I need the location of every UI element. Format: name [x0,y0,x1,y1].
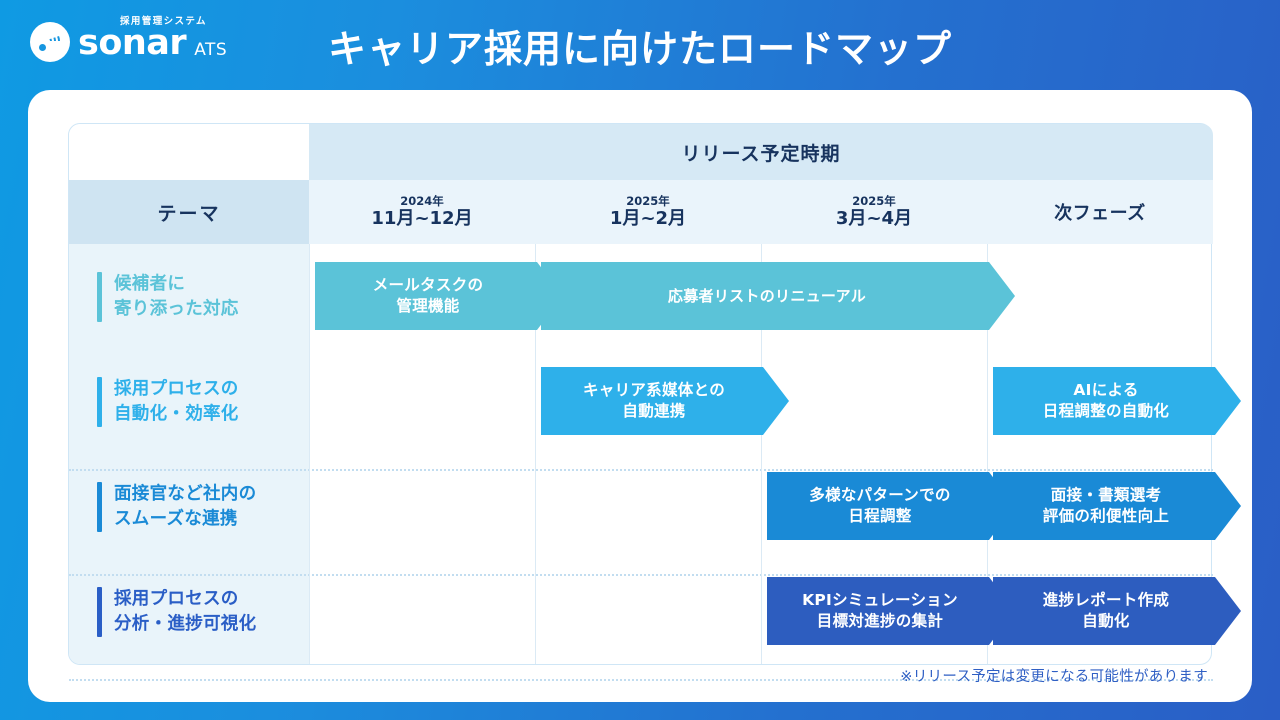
row-divider [69,469,1213,471]
logo-wordmark: sonar [78,23,187,63]
roadmap-table: リリース予定時期 テーマ 2024年 11月~12月 2025年 1月~2月 2… [68,123,1213,681]
roadmap-card: リリース予定時期 テーマ 2024年 11月~12月 2025年 1月~2月 2… [28,90,1252,702]
theme-accent-bar [97,586,102,637]
period-months-2: 1月~2月 [609,207,687,229]
theme-column-header: テーマ [69,180,309,244]
roadmap-item-line-1: 多様なパターンでの [809,486,951,505]
table-group-header-row: リリース予定時期 [69,124,1213,180]
table-column-header-row: テーマ 2024年 11月~12月 2025年 1月~2月 2025年 3月~4… [69,180,1213,244]
theme-label-1: 候補者に 寄り添った対応 [114,272,239,320]
table-body: 候補者に 寄り添った対応 採用プロセスの 自動化・効率化 [69,244,1213,681]
theme-cell-1: 候補者に 寄り添った対応 [69,244,309,349]
footnote: ※リリース予定は変更になる可能性があります [900,669,1208,685]
period-header-4: 次フェーズ [987,180,1213,244]
roadmap-item-line-2: 日程調整の自動化 [1042,402,1170,420]
theme-accent-bar [97,481,102,532]
theme-line-1: 面接官など社内の [114,484,257,505]
roadmap-item-arrow: 進捗レポート作成自動化 [993,577,1241,645]
theme-accent-bar [97,376,102,427]
column-divider [987,244,988,664]
theme-label-3: 面接官など社内の スムーズな連携 [114,482,256,530]
period-year-1: 2024年 [400,193,444,208]
theme-line-1: 候補者に [114,274,186,295]
period-months-3: 3月~4月 [835,207,913,229]
theme-line-2: 自動化・効率化 [114,403,239,424]
column-divider [535,244,536,664]
corner-blank-cell [69,124,309,180]
theme-line-2: スムーズな連携 [114,508,238,529]
release-period-group-header: リリース予定時期 [309,124,1213,180]
theme-accent-bar [97,271,102,322]
roadmap-item-line-1: KPIシミュレーション [802,591,958,610]
theme-cell-2: 採用プロセスの 自動化・効率化 [69,349,309,454]
theme-label-2: 採用プロセスの 自動化・効率化 [114,377,239,425]
roadmap-item-line-1: 面接・書類選考 [1050,486,1162,505]
roadmap-item-arrow: メールタスクの管理機能 [315,262,563,330]
sonar-wave-icon [30,22,70,62]
roadmap-item-line-1: 進捗レポート作成 [1042,591,1170,610]
theme-line-2: 寄り添った対応 [114,298,239,319]
theme-line-2: 分析・進捗可視化 [114,613,257,634]
row-divider [69,679,1213,681]
row-divider [69,574,1213,576]
roadmap-item-arrow: AIによる日程調整の自動化 [993,367,1241,435]
roadmap-item-line-2: 目標対進捗の集計 [816,612,944,630]
table-row: 候補者に 寄り添った対応 [69,244,1213,349]
roadmap-item-arrow: KPIシミュレーション目標対進捗の集計 [767,577,1015,645]
roadmap-item-arrow: 応募者リストのリニューアル [541,262,1015,330]
roadmap-item-arrow: キャリア系媒体との自動連携 [541,367,789,435]
table-row: 採用プロセスの 分析・進捗可視化 [69,559,1213,664]
roadmap-item-arrow: 面接・書類選考評価の利便性向上 [993,472,1241,540]
table-row: 採用プロセスの 自動化・効率化 [69,349,1213,454]
roadmap-item-line-2: 評価の利便性向上 [1042,507,1170,525]
theme-cell-3: 面接官など社内の スムーズな連携 [69,454,309,559]
period-year-3: 2025年 [852,193,896,208]
roadmap-item-line-2: 自動化 [1082,612,1130,630]
roadmap-item-line-1: 応募者リストのリニューアル [667,286,867,305]
logo-suffix: ATS [194,40,228,60]
theme-line-1: 採用プロセスの [114,379,239,400]
period-label-4: 次フェーズ [1054,203,1146,224]
period-header-2: 2025年 1月~2月 [535,180,761,244]
roadmap-item-line-1: キャリア系媒体との [582,381,726,400]
roadmap-item-line-1: AIによる [1073,381,1139,400]
logo-tagline: 採用管理システム [120,16,207,27]
sonar-ats-logo: 採用管理システム sonar ATS [30,16,228,63]
period-months-1: 11月~12月 [371,207,473,229]
period-header-1: 2024年 11月~12月 [309,180,535,244]
roadmap-item-line-2: 管理機能 [396,297,460,315]
table-row: 面接官など社内の スムーズな連携 [69,454,1213,559]
roadmap-item-line-2: 日程調整 [848,507,912,525]
roadmap-item-line-2: 自動連携 [622,402,686,420]
theme-line-1: 採用プロセスの [114,589,239,610]
page-header: 採用管理システム sonar ATS キャリア採用に向けたロードマップ [0,0,1280,90]
period-header-3: 2025年 3月~4月 [761,180,987,244]
column-divider [309,244,310,664]
column-divider [761,244,762,664]
roadmap-item-arrow: 多様なパターンでの日程調整 [767,472,1015,540]
period-year-2: 2025年 [626,193,670,208]
page-title: キャリア採用に向けたロードマップ [327,27,952,71]
theme-label-4: 採用プロセスの 分析・進捗可視化 [114,587,256,635]
theme-cell-4: 採用プロセスの 分析・進捗可視化 [69,559,309,664]
roadmap-item-line-1: メールタスクの [372,276,484,295]
